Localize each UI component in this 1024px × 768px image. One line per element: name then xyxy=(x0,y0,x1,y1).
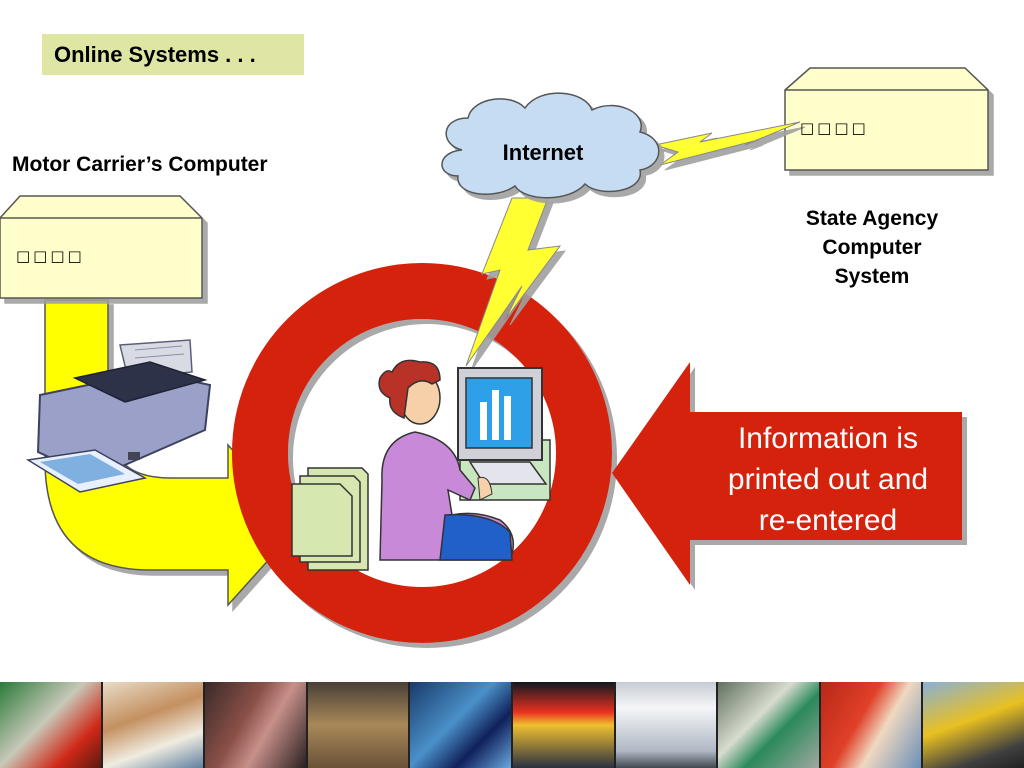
laptop-screen-photo xyxy=(615,682,719,768)
lightning-bolt-icon xyxy=(654,121,801,166)
permit-stickers-photo xyxy=(718,682,821,768)
person-at-computer-icon xyxy=(378,359,551,561)
internet-label: Internet xyxy=(502,140,584,165)
warehouse-photo xyxy=(307,682,411,768)
cloud-icon xyxy=(441,92,660,199)
cards-photo xyxy=(410,682,513,768)
info-callout-arrow xyxy=(612,362,962,585)
cash-payment-photo xyxy=(102,682,206,768)
monitor-icon xyxy=(457,367,548,485)
process-ring xyxy=(232,263,612,643)
state-agency-label-line: System xyxy=(834,265,910,288)
lightning-bolt-icon xyxy=(465,197,562,367)
motor-box-glyphs: □□□□ xyxy=(16,247,85,265)
state-agency-label-line: State Agency xyxy=(805,207,939,230)
photo-strip xyxy=(0,682,1024,768)
truck-stop-photo xyxy=(512,682,616,768)
truck-photo xyxy=(923,682,1024,768)
driver-photo xyxy=(820,682,924,768)
info-callout-line: re-entered xyxy=(758,504,898,537)
state-agency-label: State Agency Computer System xyxy=(784,204,960,291)
state-box-glyphs: □□□□ xyxy=(800,119,869,137)
info-callout-text: Information is printed out and re-entere… xyxy=(698,418,958,541)
state-agency-computer-box xyxy=(784,67,989,171)
info-callout-line: printed out and xyxy=(727,463,929,496)
info-callout-line: Information is xyxy=(737,422,919,455)
motor-carrier-label: Motor Carrier’s Computer xyxy=(12,153,268,176)
motor-carrier-computer-box xyxy=(0,195,203,299)
printer-icon xyxy=(25,339,212,493)
state-agency-label-line: Computer xyxy=(822,236,922,259)
card-reader-photo xyxy=(205,682,308,768)
page-title: Online Systems . . . xyxy=(42,34,304,75)
documents-icon xyxy=(291,467,369,571)
fuel-nozzle-photo xyxy=(0,682,103,768)
